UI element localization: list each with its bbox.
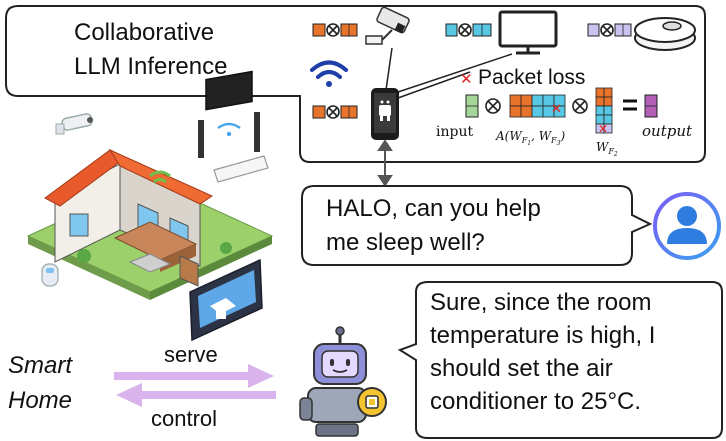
assistant-message-line-2: temperature is high, I <box>430 322 655 349</box>
assistant-message-line-3: should set the air <box>430 355 613 382</box>
control-arrow <box>116 383 276 407</box>
serve-label: serve <box>164 342 218 367</box>
user-message-line-2: me sleep well? <box>326 229 485 256</box>
title-line-1: Collaborative <box>74 19 214 46</box>
multiply-icon-1 <box>485 98 501 114</box>
robot-vacuum-icon <box>634 17 696 51</box>
air-conditioner-icon <box>213 155 269 183</box>
weight-loss-marker: ✕ <box>598 122 608 136</box>
attention-loss-marker: ✕ <box>551 102 562 117</box>
packet-loss-label: Packet loss <box>478 66 585 89</box>
smart-home-label-line-2: Home <box>8 387 72 414</box>
attention-label: A(WF1, WF3) <box>495 129 565 147</box>
control-label: control <box>151 406 217 431</box>
user-speech-bubble <box>301 185 653 266</box>
serve-arrow <box>114 364 274 388</box>
monitor-icon <box>498 10 558 55</box>
equals-sign <box>623 99 637 111</box>
link-phone-camera <box>385 47 393 91</box>
output-vector <box>644 94 658 118</box>
output-label: output <box>642 122 693 140</box>
security-camera-icon <box>365 6 410 45</box>
wifi-icon <box>310 60 348 87</box>
smart-home-label-line-1: Smart <box>8 352 73 379</box>
smart-tablet-icon <box>189 258 263 342</box>
attention-matrix <box>509 94 566 118</box>
token-phone <box>312 105 358 119</box>
title-line-2: LLM Inference <box>74 53 227 80</box>
weight-matrix-f2 <box>595 87 613 134</box>
smart-speaker-icon <box>41 263 59 287</box>
token-vacuum <box>587 23 632 37</box>
input-label: input <box>436 124 473 140</box>
link-phone-vacuum <box>397 71 471 99</box>
assistant-message-line-1: Sure, since the room <box>430 289 651 316</box>
smart-tv-icon <box>198 70 260 158</box>
assistant-message-line-4: conditioner to 25°C. <box>430 388 641 415</box>
link-arrow <box>377 139 393 187</box>
link-phone-monitor <box>391 53 513 95</box>
packet-loss-marker: ✕ <box>460 70 473 88</box>
multiply-icon-2 <box>572 98 588 114</box>
robot-assistant-icon <box>299 326 387 437</box>
user-message-line-1: HALO, can you help <box>326 195 541 222</box>
wall-camera-icon <box>55 113 93 135</box>
token-monitor <box>445 23 492 37</box>
weight-f2-label: WF2 <box>596 140 618 158</box>
input-vector <box>465 94 479 118</box>
user-avatar-icon <box>653 192 721 260</box>
smartphone-icon <box>371 88 399 140</box>
smart-house-illustration <box>26 148 274 300</box>
token-camera <box>312 23 358 37</box>
assistant-speech-bubble <box>397 281 723 439</box>
